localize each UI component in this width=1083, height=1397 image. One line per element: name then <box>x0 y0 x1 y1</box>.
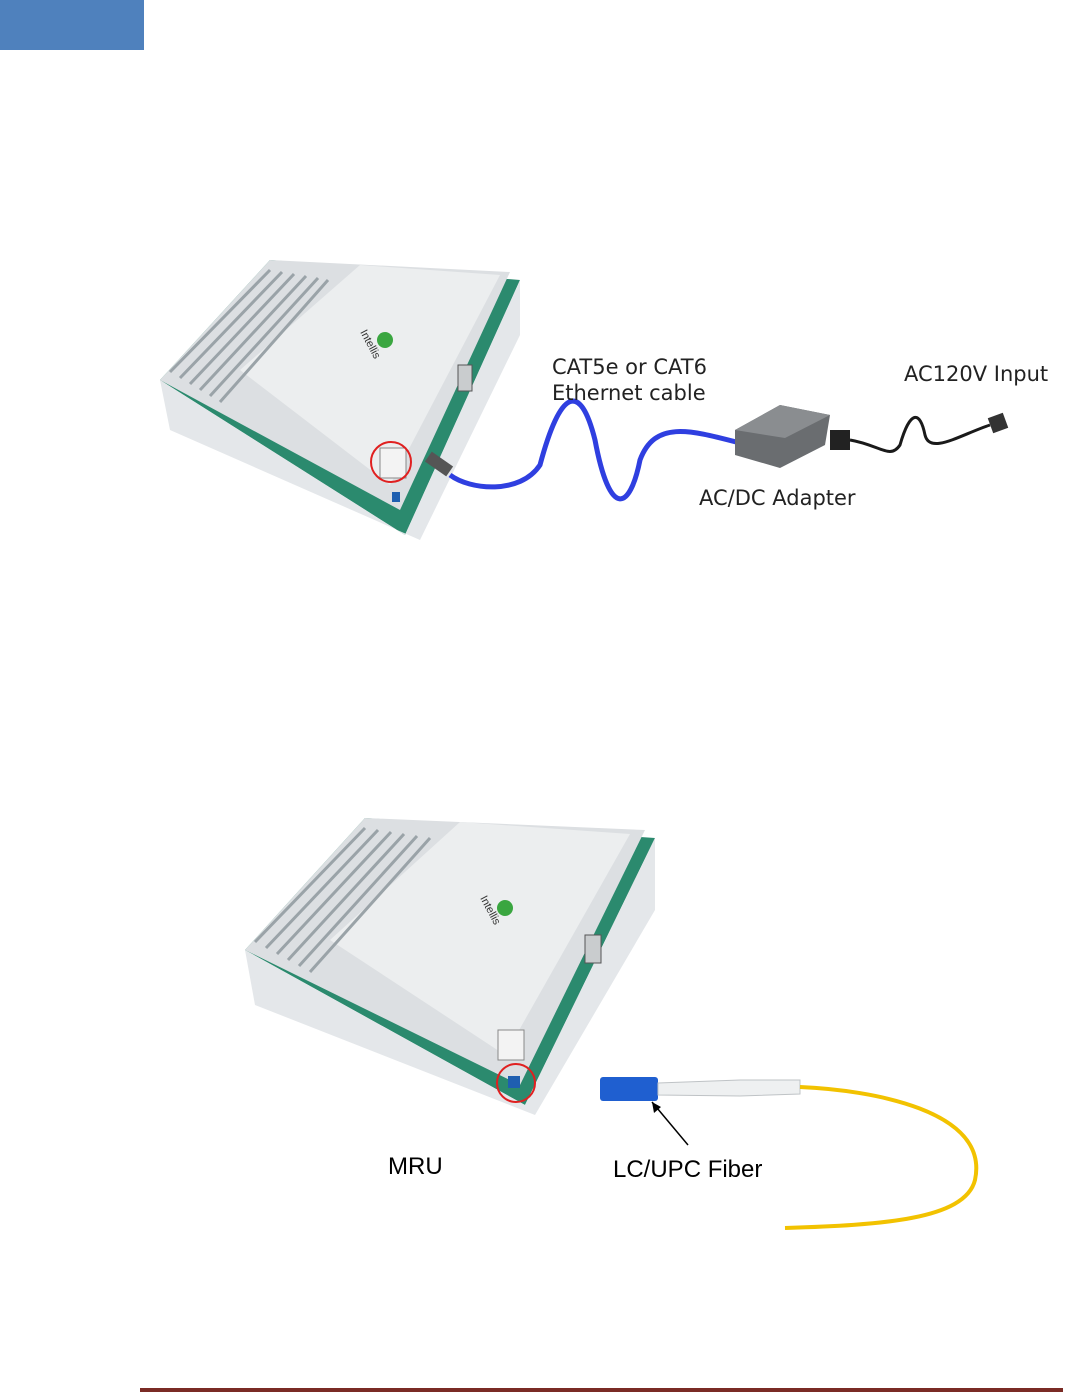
ac-power-cord <box>850 417 990 451</box>
input-label: AC120V Input <box>904 362 1048 386</box>
figure-ethernet-power: Intellis CAT5e or CAT6 Ethernet cable AC… <box>0 240 1083 570</box>
n-connector-icon <box>458 365 472 391</box>
unit-label: MRU <box>388 1153 443 1181</box>
figure-fiber-illustration: Intellis <box>0 800 1083 1240</box>
figure-fiber-connection: Intellis MRU LC/UPC Fiber <box>0 800 1083 1240</box>
adapter-label: AC/DC Adapter <box>699 486 856 510</box>
fiber-port <box>508 1076 520 1088</box>
fiber-label: LC/UPC Fiber <box>613 1156 762 1184</box>
fiber-port-small <box>392 492 400 502</box>
lc-upc-connector-icon <box>600 1077 658 1101</box>
footer-rule <box>140 1388 1063 1392</box>
wall-plug-icon <box>988 413 1009 434</box>
ethernet-port <box>380 448 406 478</box>
fiber-boot <box>658 1080 800 1096</box>
n-connector-icon <box>585 935 601 963</box>
ethernet-cable <box>450 401 740 499</box>
figure-ethernet-illustration: Intellis <box>0 240 1083 570</box>
cable-label-line1: CAT5e or CAT6 <box>552 355 707 379</box>
ac-plug-icon <box>830 430 850 450</box>
ethernet-port <box>498 1030 524 1060</box>
brand-logo-icon <box>377 332 393 348</box>
fiber-cable <box>785 1087 976 1228</box>
cable-label-line2: Ethernet cable <box>552 381 706 405</box>
header-tab <box>0 0 144 50</box>
